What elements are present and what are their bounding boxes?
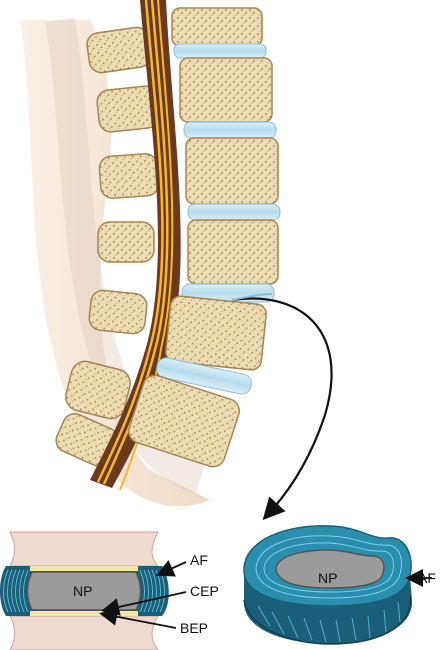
label-cep: CEP: [190, 584, 219, 598]
label-af-3d: AF: [418, 571, 436, 585]
disc-3d: [244, 526, 432, 644]
label-bep: BEP: [180, 621, 208, 635]
label-np-3d: NP: [318, 571, 337, 585]
label-af-section: AF: [190, 553, 208, 567]
label-np-section: NP: [73, 584, 92, 598]
